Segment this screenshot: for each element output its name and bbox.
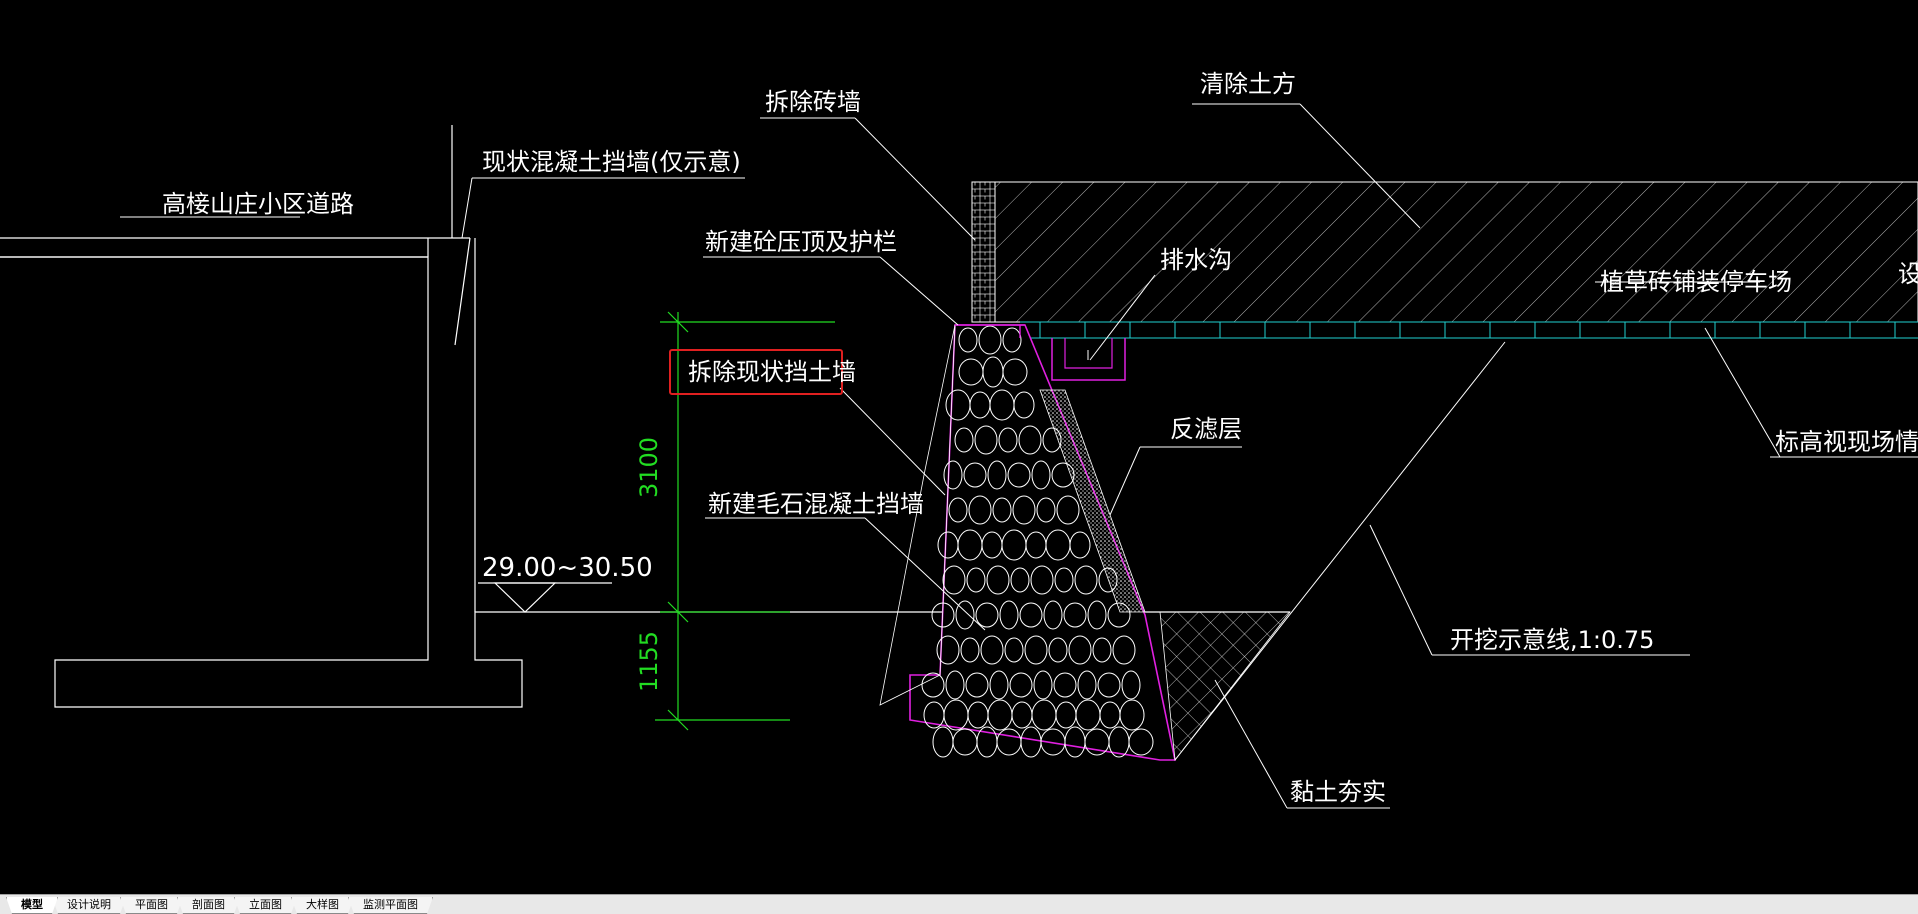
parking-slab	[971, 181, 1918, 323]
label-elevation-note: 标高视现场情况修	[1775, 428, 1918, 456]
tab-detail[interactable]: 大样图	[291, 897, 354, 914]
label-excavation-line: 开挖示意线,1:0.75	[1450, 626, 1654, 654]
drawing-viewport[interactable]: 高椄山庄小区道路 现状混凝土挡墙(仅示意) 拆除砖墙 清除土方 新建砼压顶及护栏…	[0, 0, 1918, 894]
dimension-line	[655, 311, 835, 731]
label-demolish-brick-wall: 拆除砖墙	[765, 88, 861, 116]
label-road: 高椄山庄小区道路	[162, 190, 354, 218]
tab-plan[interactable]: 平面图	[120, 897, 183, 914]
highlight-box	[669, 349, 843, 395]
label-clear-earth: 清除土方	[1200, 70, 1296, 98]
label-demolish-existing-wall: 拆除现状挡土墙	[688, 358, 856, 386]
existing-road-structure	[0, 125, 1290, 708]
cad-drawing: 高椄山庄小区道路 现状混凝土挡墙(仅示意) 拆除砖墙 清除土方 新建砼压顶及护栏…	[0, 70, 1918, 809]
label-existing-concrete-wall: 现状混凝土挡墙(仅示意)	[482, 148, 741, 176]
paver-joints	[1039, 322, 1896, 338]
tab-section[interactable]: 剖面图	[177, 897, 240, 914]
dimension-lower: 1155	[635, 631, 663, 692]
dimension-upper: 3100	[635, 437, 663, 498]
label-filter-layer: 反滤层	[1170, 415, 1242, 443]
rubble-retaining-wall	[879, 324, 1291, 762]
leader-lines	[120, 103, 1918, 809]
tab-elevation[interactable]: 立面图	[234, 897, 297, 914]
label-cut-off: 设	[1898, 260, 1918, 288]
layout-tab-bar: 模型 设计说明 平面图 剖面图 立面图 大样图 监测平面图	[0, 894, 1918, 914]
tab-design-notes[interactable]: 设计说明	[52, 897, 126, 914]
drain-ditch	[1051, 338, 1126, 381]
label-elevation-range: 29.00~30.50	[482, 553, 653, 583]
label-new-coping: 新建砼压顶及护栏	[705, 228, 897, 256]
tab-model[interactable]: 模型	[6, 897, 58, 914]
elevation-symbol	[478, 582, 612, 613]
label-clay-compacted: 黏土夯实	[1290, 778, 1386, 806]
label-new-rubble-wall: 新建毛石混凝土挡墙	[708, 490, 924, 518]
excavation-slope-line	[1174, 341, 1506, 761]
tab-monitoring-plan[interactable]: 监测平面图	[348, 897, 433, 914]
label-parking-lot: 植草砖铺装停车场	[1600, 268, 1792, 296]
label-drain-ditch: 排水沟	[1160, 246, 1232, 274]
paver-strip	[1020, 321, 1918, 339]
